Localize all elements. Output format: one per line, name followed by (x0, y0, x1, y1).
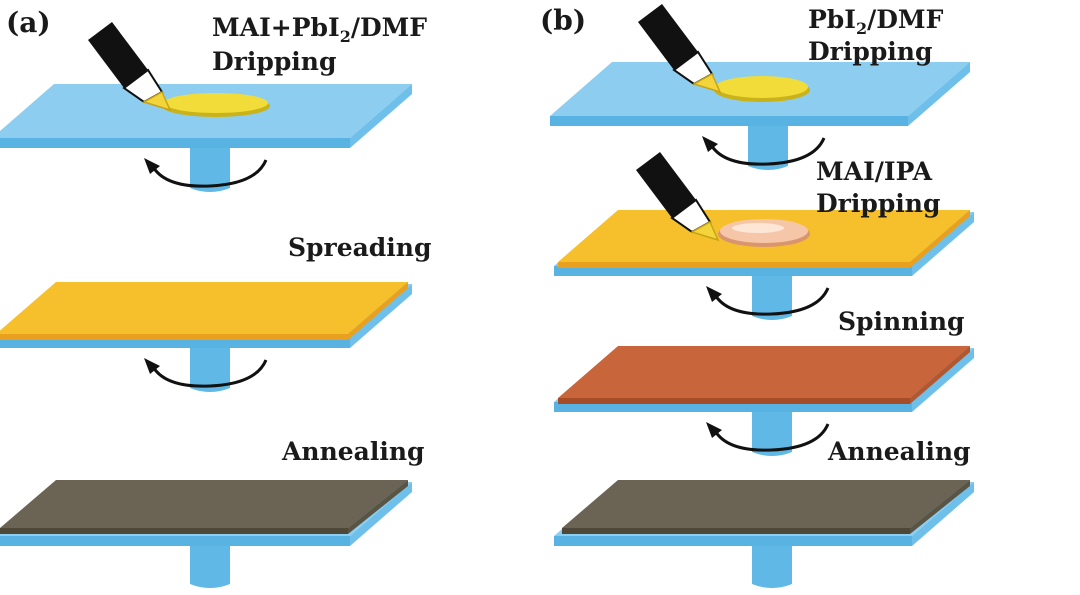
panel-a-step-dripping: MAI+PbI2/DMF Dripping (0, 13, 427, 192)
perovskite-film (562, 480, 970, 528)
panel-b-step-pbi2-dripping (550, 62, 970, 170)
step-label: Spreading (288, 233, 431, 262)
panel-a: (a) MAI+PbI2/DMF Dripping Spreading (0, 6, 431, 588)
intermediate-film (558, 346, 970, 398)
pbi2-film (0, 282, 408, 334)
spindle (752, 546, 792, 588)
step-label: MAI/IPA (816, 157, 933, 186)
step-label: Spinning (838, 307, 965, 336)
step-label-line2: Dripping (808, 37, 932, 66)
step-label: MAI+PbI2/DMF (212, 13, 427, 46)
precursor-drop (716, 76, 808, 98)
spindle (190, 546, 230, 588)
panel-b-step-spinning (554, 346, 974, 456)
perovskite-film (0, 480, 408, 528)
step-label: Annealing (281, 437, 425, 466)
step-label: PbI2/DMF (808, 5, 944, 38)
panel-b: (b) PbI2/DMF Dripping MAI/IPA Dripping (540, 3, 974, 588)
precursor-drop (164, 93, 268, 113)
panel-a-step-annealing (0, 480, 412, 588)
panel-b-step-mai-dripping (554, 210, 974, 320)
panel-a-step-spreading (0, 282, 412, 392)
panel-b-label: (b) (540, 4, 586, 37)
panel-b-step-annealing (554, 480, 974, 588)
step-label-line2: Dripping (816, 189, 940, 218)
step-label-line2: Dripping (212, 47, 336, 76)
step-label: Annealing (827, 437, 971, 466)
panel-a-label: (a) (6, 6, 51, 39)
